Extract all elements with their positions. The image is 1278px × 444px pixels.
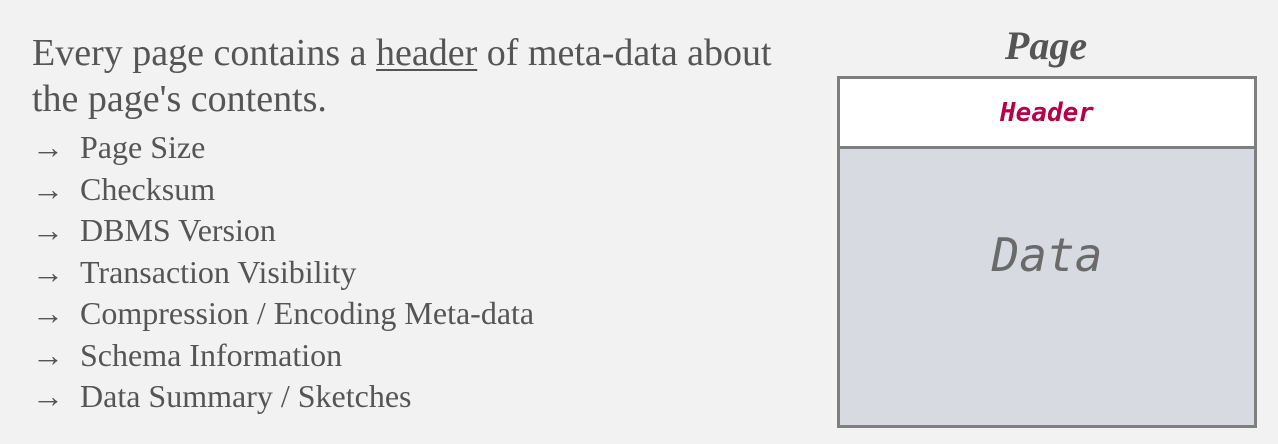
list-item: → Data Summary / Sketches — [32, 376, 534, 418]
arrow-icon: → — [32, 129, 64, 165]
list-item: → Transaction Visibility — [32, 252, 534, 294]
list-item-label: Checksum — [80, 170, 216, 207]
list-item-label: Schema Information — [80, 336, 343, 373]
arrow-icon: → — [32, 212, 64, 248]
list-item-label: Transaction Visibility — [80, 253, 357, 290]
page-diagram: Header Data — [837, 76, 1257, 428]
page-header-region: Header — [840, 79, 1254, 149]
arrow-icon: → — [32, 295, 64, 331]
page-header-label: Header — [1000, 97, 1094, 128]
list-item: → Schema Information — [32, 335, 534, 377]
page-data-label: Data — [991, 228, 1103, 282]
list-item: → Compression / Encoding Meta-data — [32, 293, 534, 335]
intro-text: Every page contains a header of meta-dat… — [32, 30, 792, 122]
list-item-label: Page Size — [80, 129, 206, 165]
list-item: → DBMS Version — [32, 210, 534, 252]
arrow-icon: → — [32, 253, 64, 290]
list-item-label: Compression / Encoding Meta-data — [80, 295, 535, 331]
list-item: → Page Size — [32, 127, 534, 169]
arrow-icon: → — [32, 170, 64, 207]
list-item-label: DBMS Version — [80, 212, 276, 248]
list-item-label: Data Summary / Sketches — [80, 378, 412, 414]
page-data-region: Data — [840, 149, 1254, 425]
page-diagram-title: Page — [1004, 23, 1088, 68]
intro-text-before: Every page contains a — [32, 32, 376, 74]
intro-text-after: of meta-data about the page's contents. — [32, 32, 772, 120]
list-item: → Checksum — [32, 169, 534, 211]
intro-underlined-term: header — [375, 32, 478, 74]
arrow-icon: → — [32, 378, 64, 414]
arrow-icon: → — [32, 336, 64, 373]
metadata-list: → Page Size → Checksum → DBMS Version → Tran… — [32, 127, 534, 418]
